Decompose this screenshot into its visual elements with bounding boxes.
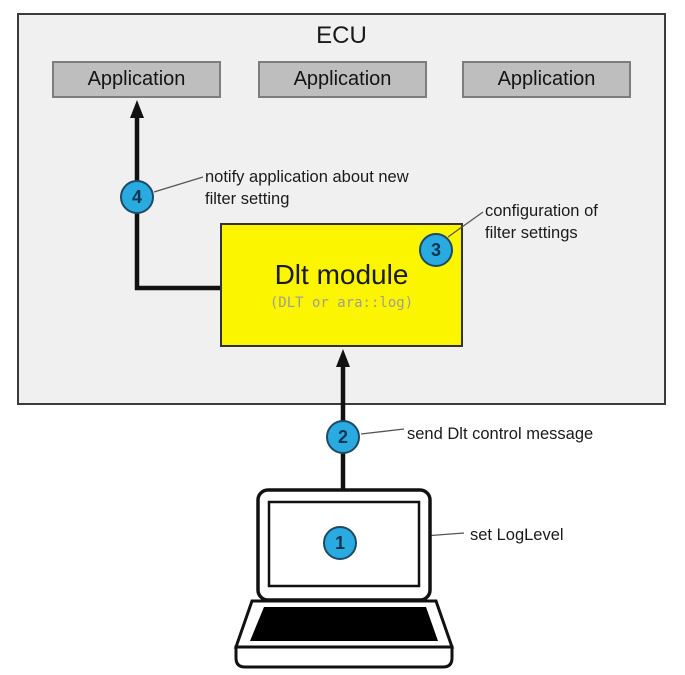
- leader-line-step1: [357, 532, 465, 542]
- step-number: 2: [337, 426, 348, 447]
- step-circle-3: 3: [419, 233, 453, 267]
- dlt-module-title: Dlt module: [274, 258, 409, 290]
- application-box-2: Application: [258, 61, 427, 98]
- application-box-1: Application: [52, 61, 221, 98]
- leader-line-step2: [360, 428, 405, 435]
- application-label: Application: [293, 68, 392, 90]
- application-label: Application: [497, 68, 596, 90]
- step4-label: notify application about new filter sett…: [205, 166, 409, 210]
- step3-label: configuration of filter settings: [485, 200, 598, 244]
- step2-label-line1: send Dlt control message: [407, 425, 594, 443]
- laptop-icon: [233, 488, 455, 669]
- step-circle-2: 2: [326, 420, 360, 454]
- dlt-module-box: Dlt module (DLT or ara::log): [220, 223, 463, 347]
- step1-label-line1: set LogLevel: [470, 526, 564, 544]
- step-number: 1: [334, 532, 345, 553]
- step3-label-line2: filter settings: [485, 224, 578, 242]
- step3-label-line1: configuration of: [485, 202, 598, 220]
- step4-label-line2: filter setting: [205, 190, 290, 208]
- step-number: 4: [131, 186, 142, 207]
- application-label: Application: [87, 68, 186, 90]
- application-box-3: Application: [462, 61, 631, 98]
- step1-label: set LogLevel: [470, 524, 564, 546]
- step-number: 3: [430, 239, 441, 260]
- step-circle-4: 4: [120, 180, 154, 214]
- step4-label-line1: notify application about new: [205, 168, 409, 186]
- dlt-module-subtitle: (DLT or ara::log): [269, 294, 414, 311]
- ecu-title: ECU: [316, 22, 367, 49]
- step2-label: send Dlt control message: [407, 423, 593, 445]
- step-circle-1: 1: [323, 526, 357, 560]
